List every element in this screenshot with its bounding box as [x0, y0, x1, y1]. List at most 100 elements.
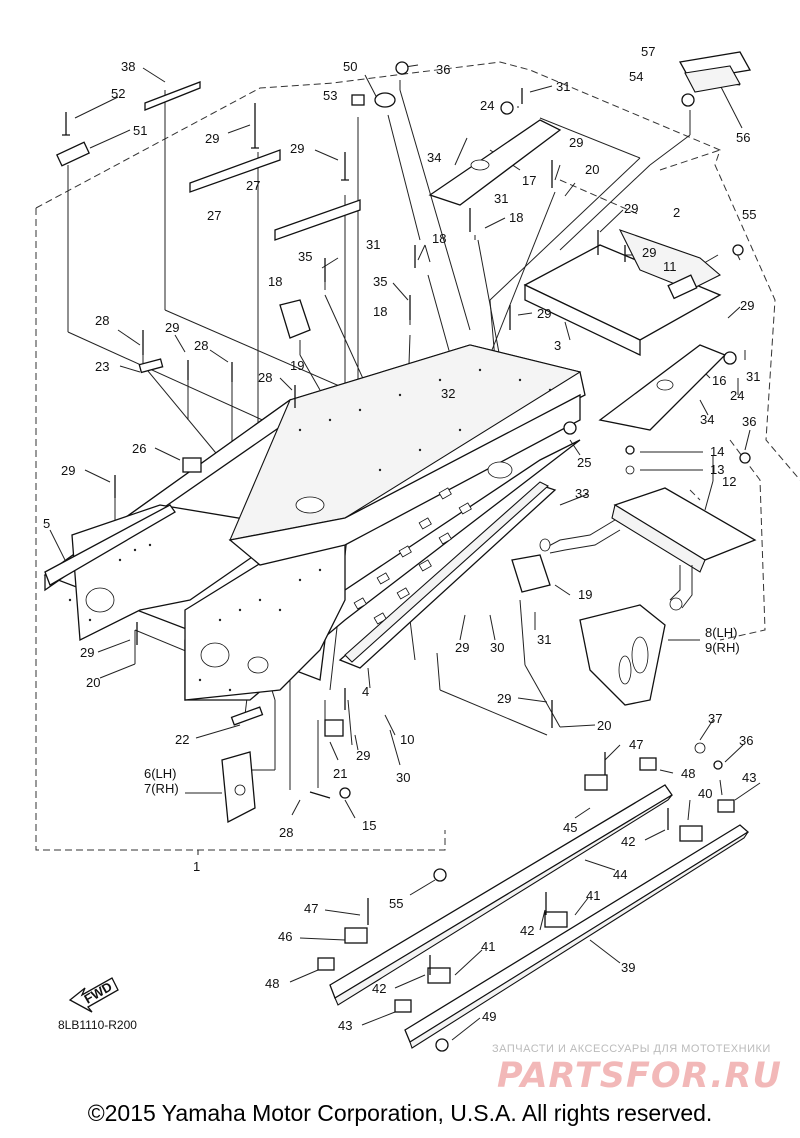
callout-29: 29	[740, 298, 754, 313]
callout-31: 31	[537, 632, 551, 647]
callout-29: 29	[624, 201, 638, 216]
callout-27: 27	[207, 208, 221, 223]
callout-43: 43	[338, 1018, 352, 1033]
callout-20: 20	[86, 675, 100, 690]
callout-48: 48	[681, 766, 695, 781]
callout-23: 23	[95, 359, 109, 374]
callout-29: 29	[290, 141, 304, 156]
callout-45: 45	[563, 820, 577, 835]
bracket-part-8-9	[579, 604, 666, 706]
rear-plate-part-3	[523, 229, 722, 357]
callout-6-lh: 6(LH)	[144, 766, 177, 781]
callout-51: 51	[133, 123, 147, 138]
callout-34: 34	[700, 412, 714, 427]
callout-29: 29	[642, 245, 656, 260]
callout-29: 29	[537, 306, 551, 321]
callout-19: 19	[578, 587, 592, 602]
callout-18: 18	[268, 274, 282, 289]
side-bar-part-5	[44, 504, 176, 586]
callout-57: 57	[641, 44, 655, 59]
callout-26: 26	[132, 441, 146, 456]
callout-36: 36	[739, 733, 753, 748]
callout-29: 29	[569, 135, 583, 150]
callout-20: 20	[585, 162, 599, 177]
callout-10: 10	[400, 732, 414, 747]
callout-18: 18	[509, 210, 523, 225]
callout-24: 24	[480, 98, 494, 113]
callout-34: 34	[427, 150, 441, 165]
callout-41: 41	[586, 888, 600, 903]
callout-31: 31	[556, 79, 570, 94]
callout-48: 48	[265, 976, 279, 991]
callout-5: 5	[43, 516, 50, 531]
callout-16: 16	[712, 373, 726, 388]
copyright-notice: ©2015 Yamaha Motor Corporation, U.S.A. A…	[87, 1100, 713, 1126]
callout-46: 46	[278, 929, 292, 944]
callout-55: 55	[389, 896, 403, 911]
callout-2: 2	[673, 205, 680, 220]
callout-17: 17	[522, 173, 536, 188]
callout-37: 37	[708, 711, 722, 726]
callout-31: 31	[494, 191, 508, 206]
strap-part-38	[144, 81, 201, 111]
callout-14: 14	[710, 444, 724, 459]
callout-31: 31	[746, 369, 760, 384]
plate-part-27-upper	[189, 149, 281, 193]
callout-11: 11	[663, 259, 677, 274]
callout-38: 38	[121, 59, 135, 74]
callout-28: 28	[194, 338, 208, 353]
callout-47: 47	[304, 901, 318, 916]
forward-arrow-icon: FWD	[68, 977, 119, 1013]
callout-13: 13	[710, 462, 724, 477]
callout-4: 4	[362, 684, 369, 699]
callout-29: 29	[356, 748, 370, 763]
callout-1: 1	[193, 859, 200, 874]
diagram-code: 8LB1110-R200	[58, 1018, 137, 1032]
callout-15: 15	[362, 818, 376, 833]
callout-42: 42	[520, 923, 534, 938]
callout-21: 21	[333, 766, 347, 781]
callout-25: 25	[577, 455, 591, 470]
callout-50: 50	[343, 59, 357, 74]
decal-part-57-56	[678, 51, 752, 93]
callout-29: 29	[165, 320, 179, 335]
callout-9-rh: 9(RH)	[705, 640, 740, 655]
callout-52: 52	[111, 86, 125, 101]
callout-28: 28	[95, 313, 109, 328]
callout-8-lh: 8(LH)	[705, 625, 738, 640]
callout-42: 42	[372, 981, 386, 996]
callout-44: 44	[613, 867, 627, 882]
exhaust-part-12	[539, 487, 757, 611]
bracket-part-19-lower	[511, 554, 551, 593]
watermark-shop-text: ЗАПЧАСТИ И АКСЕССУАРЫ ДЛЯ МОТОТЕХНИКИ	[492, 1043, 771, 1055]
callout-29: 29	[455, 640, 469, 655]
callout-7-rh: 7(RH)	[144, 781, 179, 796]
callout-12: 12	[722, 474, 736, 489]
callout-22: 22	[175, 732, 189, 747]
rail-part-4	[338, 481, 557, 669]
callout-43: 43	[742, 770, 756, 785]
callout-36: 36	[742, 414, 756, 429]
callout-29: 29	[497, 691, 511, 706]
callout-18: 18	[432, 231, 446, 246]
callout-47: 47	[629, 737, 643, 752]
callout-30: 30	[396, 770, 410, 785]
callout-39: 39	[621, 960, 635, 975]
callout-28: 28	[279, 825, 293, 840]
callout-27: 27	[246, 178, 260, 193]
callout-40: 40	[698, 786, 712, 801]
callout-35: 35	[298, 249, 312, 264]
callout-41: 41	[481, 939, 495, 954]
callout-35: 35	[373, 274, 387, 289]
callout-36: 36	[436, 62, 450, 77]
bracket-part-6-7	[221, 751, 256, 824]
callout-42: 42	[621, 834, 635, 849]
callout-29: 29	[205, 131, 219, 146]
callout-3: 3	[554, 338, 561, 353]
callout-56: 56	[736, 130, 750, 145]
callout-30: 30	[490, 640, 504, 655]
callout-55: 55	[742, 207, 756, 222]
callout-31: 31	[366, 237, 380, 252]
callout-49: 49	[482, 1009, 496, 1024]
